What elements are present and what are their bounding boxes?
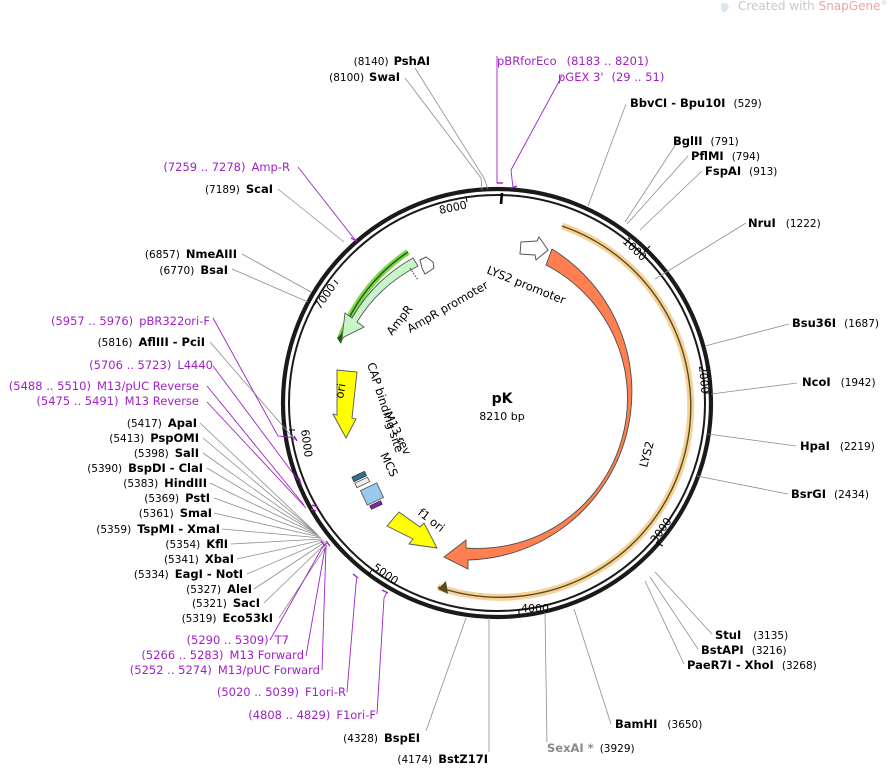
enzyme-label[interactable]: Bsu36I(1687)	[792, 316, 879, 330]
watermark-prefix: Created with	[738, 0, 819, 13]
backbone-outer-strand	[280, 186, 714, 620]
snapgene-watermark: Created with SnapGene®	[721, 0, 887, 13]
origin-marker	[499, 192, 504, 205]
ampr-signal-marker	[409, 267, 419, 281]
lys2-orf-line	[437, 225, 692, 598]
enzyme-label[interactable]: NruI(1222)	[748, 216, 821, 230]
plasmid-name: pK	[492, 391, 514, 407]
enzyme-label[interactable]: (4328)BspEI	[343, 731, 420, 745]
mcs-label: MCS	[377, 450, 401, 479]
ampr-promoter-label: AmpR promoter	[405, 278, 491, 336]
enzyme-label[interactable]: (5321)SacI	[192, 596, 260, 610]
enzyme-leaders	[199, 67, 798, 752]
enzyme-labels: (8140)PshAI (8100)SwaI BbvCI - Bpu10I(52…	[87, 54, 879, 766]
backbone	[280, 186, 714, 620]
enzyme-label[interactable]: (6770)BsaI	[159, 263, 228, 277]
ori-feature	[332, 369, 358, 439]
enzyme-label[interactable]: PaeR7I - XhoI(3268)	[687, 658, 817, 672]
f1-ori-feature	[386, 511, 438, 549]
enzyme-label[interactable]: (5417)ApaI	[127, 416, 197, 430]
enzyme-label[interactable]: PflMI(794)	[691, 149, 760, 163]
tick-4000: 4000	[521, 602, 549, 615]
enzyme-label[interactable]: (5390)BspDI - ClaI	[87, 461, 203, 475]
enzyme-label[interactable]: BbvCI - Bpu10I(529)	[630, 96, 762, 110]
enzyme-label[interactable]: (5359)TspMI - XmaI	[96, 522, 220, 536]
enzyme-label[interactable]: (5369)PstI	[144, 491, 210, 505]
enzyme-label[interactable]: (6857)NmeAIII	[145, 247, 237, 261]
primer-label[interactable]: (4808 .. 4829)F1ori-F	[248, 708, 376, 722]
enzyme-label[interactable]: (7189)ScaI	[205, 182, 273, 196]
enzyme-label[interactable]: HpaI(2219)	[800, 439, 875, 453]
enzyme-label[interactable]: (5398)SalI	[134, 446, 199, 460]
primer-label[interactable]: (5020 .. 5039)F1ori-R	[217, 685, 346, 699]
primer-label[interactable]: pGEX 3'(29 .. 51)	[558, 70, 664, 84]
lys2-feature	[443, 248, 633, 570]
enzyme-label[interactable]: (5383)HindIII	[123, 476, 207, 490]
plasmid-length: 8210 bp	[479, 410, 524, 423]
primer-label[interactable]: (5706 .. 5723)L4440	[89, 358, 213, 372]
enzyme-label[interactable]: (5319)Eco53kI	[182, 611, 273, 625]
primer-label[interactable]: (5957 .. 5976)pBR322ori-F	[51, 314, 210, 328]
lys2-orf-arrowhead	[438, 581, 448, 594]
primer-labels: pBRforEco(8183 .. 8201) pGEX 3'(29 .. 51…	[9, 54, 665, 722]
enzyme-label[interactable]: BglII(791)	[673, 134, 739, 148]
enzyme-label[interactable]: BamHI(3650)	[615, 717, 702, 731]
enzyme-label[interactable]: (5327)AleI	[186, 582, 252, 596]
lys2-promoter-feature	[519, 236, 549, 261]
enzyme-label[interactable]: (4174)BstZ17I	[397, 752, 488, 766]
snapgene-logo-icon	[721, 3, 729, 13]
ampr-feature	[341, 257, 419, 339]
enzyme-label[interactable]: (8140)PshAI	[354, 54, 430, 68]
backbone-inner-strand	[288, 194, 706, 612]
enzyme-label[interactable]: (5354)KflI	[165, 537, 228, 551]
enzyme-label[interactable]: StuI(3135)	[715, 628, 788, 642]
enzyme-label[interactable]: BsrGI(2434)	[791, 487, 869, 501]
primer-label[interactable]: (5488 .. 5510)M13/pUC Reverse	[9, 379, 199, 393]
tick-2000: 2000	[696, 365, 711, 394]
enzyme-label[interactable]: (5341)XbaI	[164, 552, 234, 566]
ampr-promoter-feature	[419, 256, 435, 275]
primer-label[interactable]: pBRforEco(8183 .. 8201)	[497, 54, 649, 68]
enzyme-label[interactable]: NcoI(1942)	[802, 375, 876, 389]
watermark-mark: ®	[880, 0, 887, 7]
enzyme-label[interactable]: SexAI *(3929)	[547, 741, 635, 755]
enzyme-label[interactable]: BstAPI(3216)	[701, 643, 787, 657]
enzyme-label[interactable]: FspAI(913)	[705, 164, 777, 178]
enzyme-label[interactable]: (8100)SwaI	[329, 70, 400, 84]
mcs-feature	[351, 470, 385, 510]
primer-label[interactable]: (5252 .. 5274)M13/pUC Forward	[130, 663, 320, 677]
primer-label[interactable]: (5290 .. 5309)T7	[187, 633, 289, 647]
lys2-label: LYS2	[636, 440, 656, 469]
primer-label[interactable]: (7259 .. 7278)Amp-R	[163, 160, 290, 174]
ori-label: ori	[332, 382, 348, 399]
primer-label[interactable]: (5266 .. 5283)M13 Forward	[141, 648, 304, 662]
tick-6000: 6000	[298, 429, 315, 459]
enzyme-label[interactable]: (5413)PspOMI	[109, 431, 199, 445]
svg-text:Created with SnapGene®: Created with SnapGene®	[738, 0, 887, 13]
enzyme-label[interactable]: (5334)EagI - NotI	[134, 567, 243, 581]
primer-label[interactable]: (5475 .. 5491)M13 Reverse	[36, 394, 199, 408]
watermark-brand: SnapGene	[819, 0, 881, 13]
primer-markers	[293, 182, 518, 594]
enzyme-label[interactable]: (5361)SmaI	[139, 506, 212, 520]
tick-8000: 8000	[438, 198, 468, 217]
enzyme-label[interactable]: (5816)AflIII - PciI	[98, 335, 205, 349]
